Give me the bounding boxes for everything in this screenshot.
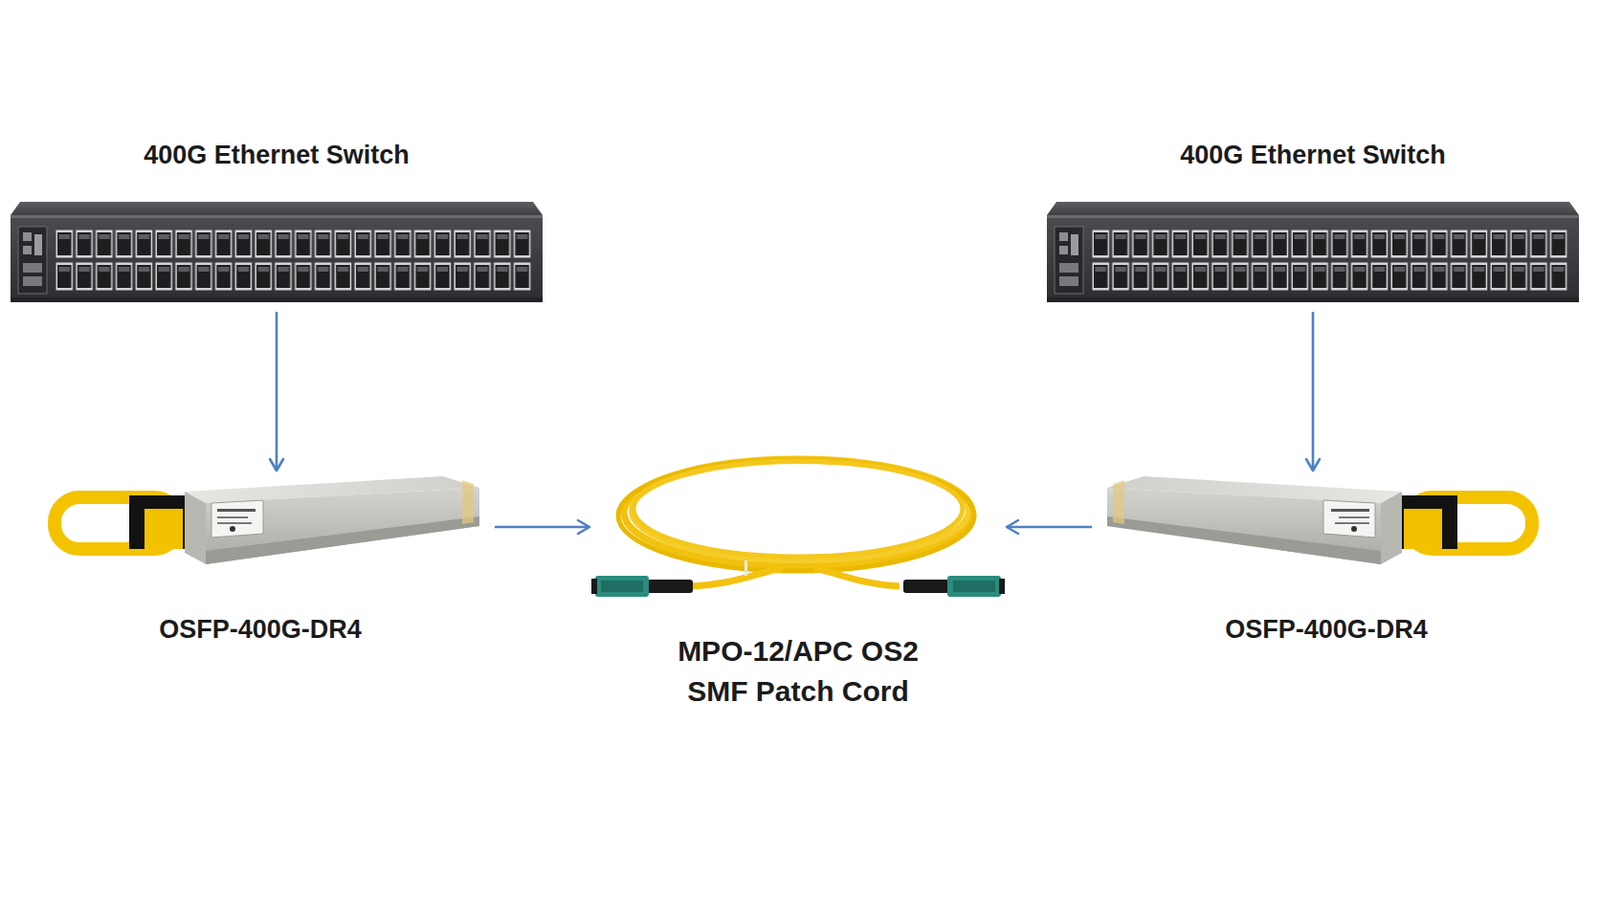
node-label: MPO-12/APC OS2 SMF Patch Cord bbox=[664, 631, 933, 712]
transceiver-node: OSFP-400G-DR4 bbox=[41, 474, 480, 657]
switch-node: 400G Ethernet Switch bbox=[10, 133, 543, 303]
patch-cord-node: MPO-12/APC OS2 SMF Patch Cord bbox=[591, 453, 1005, 714]
node-label: OSFP-400G-DR4 bbox=[41, 610, 480, 649]
node-label: 400G Ethernet Switch bbox=[1046, 135, 1579, 175]
switch-node: 400G Ethernet Switch bbox=[1046, 133, 1579, 303]
node-label: OSFP-400G-DR4 bbox=[1107, 610, 1546, 649]
switch-illustration bbox=[1046, 201, 1579, 303]
transceiver-illustration bbox=[54, 476, 480, 565]
arrow-connector bbox=[275, 311, 279, 471]
switch-illustration bbox=[10, 201, 543, 303]
arrow-connector bbox=[1006, 526, 1092, 530]
transceiver-node: OSFP-400G-DR4 bbox=[1107, 474, 1546, 657]
arrow-connector bbox=[494, 526, 590, 530]
patch-cord-illustration bbox=[591, 459, 1005, 598]
arrow-connector bbox=[1311, 311, 1315, 471]
transceiver-illustration bbox=[1107, 476, 1533, 565]
node-label: 400G Ethernet Switch bbox=[10, 135, 543, 175]
